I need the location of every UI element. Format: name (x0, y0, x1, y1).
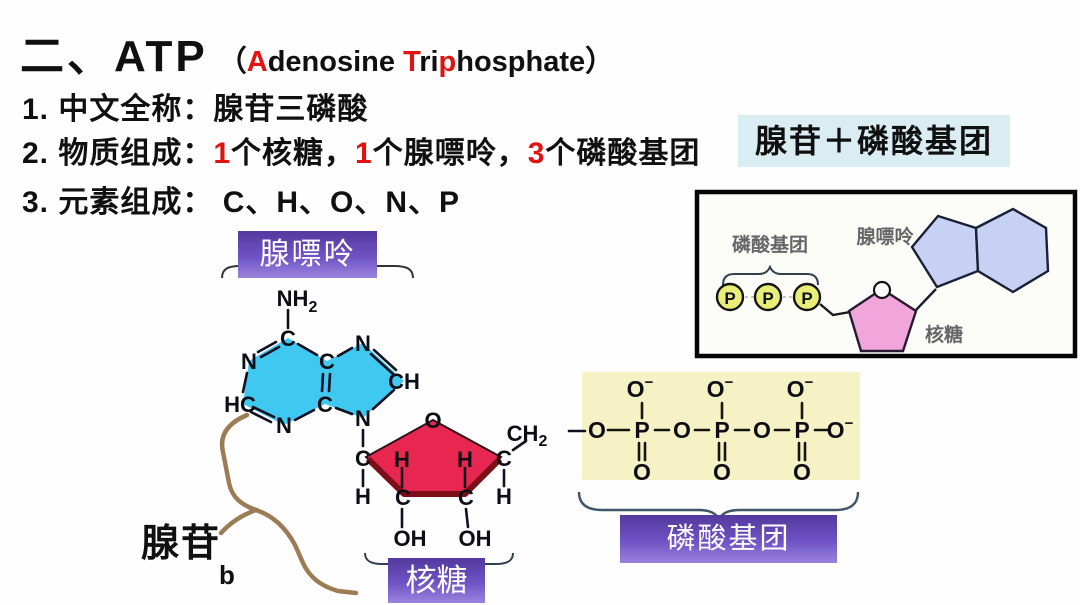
inset-adenine-hexagon (974, 207, 1050, 294)
adenosine-label: 腺苷 (141, 523, 222, 565)
adenine-label-box: 腺嘌呤 (238, 231, 377, 278)
highlight-adenosine-phosphate: 腺苷＋磷酸基团 (738, 115, 1010, 167)
atom-label: O (753, 417, 771, 443)
page-title: 二、ATP （Adenosine Triphosphate） (20, 20, 614, 84)
inset-adenine-label: 腺嘌呤 (855, 225, 914, 248)
atom-label: N (241, 349, 257, 374)
atom-label: N (276, 413, 292, 438)
line-chinese-name: 1. 中文全称：腺苷三磷酸 (22, 93, 369, 126)
atom-label: HC (224, 392, 256, 417)
atom-label: O− (827, 415, 854, 443)
phosphate-circle (792, 282, 822, 312)
atom-label: P (714, 417, 729, 443)
atom-label: O (713, 459, 731, 485)
atom-label: O− (707, 374, 734, 402)
phosphate-chain: O P O P O P O− O− O− O− O O O (588, 374, 854, 485)
atom-label: O (424, 408, 441, 433)
atom-label: H (457, 447, 473, 472)
line-elements: 3. 元素组成： C、H、O、N、P (22, 186, 461, 219)
inset-adenine-pentagon (910, 214, 980, 289)
atom-label: CH2 (507, 421, 548, 450)
inset-brace (722, 264, 819, 286)
p-letter: P (762, 289, 773, 308)
title-chinese: 二、ATP (20, 32, 208, 81)
phosphate-circle (753, 282, 783, 312)
atom-label: H (394, 447, 410, 472)
atom-label: NH2 (277, 286, 318, 316)
atom-label: OH (394, 526, 427, 551)
adenine-ring: NH2 C N HC N C C N CH N (224, 286, 420, 448)
atom-label: C (319, 349, 335, 374)
adenosine-brace (218, 412, 359, 596)
atom-label: C (458, 485, 474, 510)
ribose-ring: O C H H C H C C H OH OH CH2 (355, 408, 587, 551)
atom-label: C (395, 485, 411, 510)
atom-label: C (317, 392, 333, 417)
atom-label: C (280, 326, 296, 351)
inset-ribose-pentagon (847, 287, 918, 353)
atom-label: OH (459, 526, 492, 551)
inset-diagram: 磷酸基团 P P P 腺嘌呤 核糖 (694, 189, 1078, 359)
atom-label: C (355, 446, 371, 471)
atom-label: P (634, 417, 649, 443)
atom-label: P (794, 417, 809, 443)
atom-label: H (355, 484, 371, 509)
p-letter: P (724, 289, 735, 308)
atom-label: CH (388, 369, 420, 394)
line-composition: 2. 物质组成：1个核糖，1个腺嘌呤，3个磷酸基团 (22, 137, 701, 170)
atom-label: C (496, 446, 512, 471)
sub-figure-b-label: b (219, 560, 235, 590)
oxygen-circle (872, 280, 892, 300)
title-english: （Adenosine Triphosphate） (217, 46, 615, 78)
p-letter: P (801, 289, 812, 308)
inset-phosphate-label: 磷酸基团 (732, 233, 808, 256)
atom-label: H (496, 484, 512, 509)
atom-label: O (673, 417, 691, 443)
atom-label: O (793, 459, 811, 485)
atom-label: N (355, 406, 371, 431)
ribose-label-box: 核糖 (388, 558, 485, 603)
inset-ribose-label: 核糖 (925, 323, 963, 346)
atom-label: O (633, 459, 651, 485)
atom-label: O− (787, 374, 814, 402)
phosphate-label-box: 磷酸基团 (620, 515, 837, 563)
atom-label: O− (627, 374, 654, 402)
atom-label: O (588, 417, 606, 443)
phosphate-background (582, 372, 860, 480)
phosphate-circle (715, 282, 745, 312)
atom-label: N (355, 331, 371, 356)
